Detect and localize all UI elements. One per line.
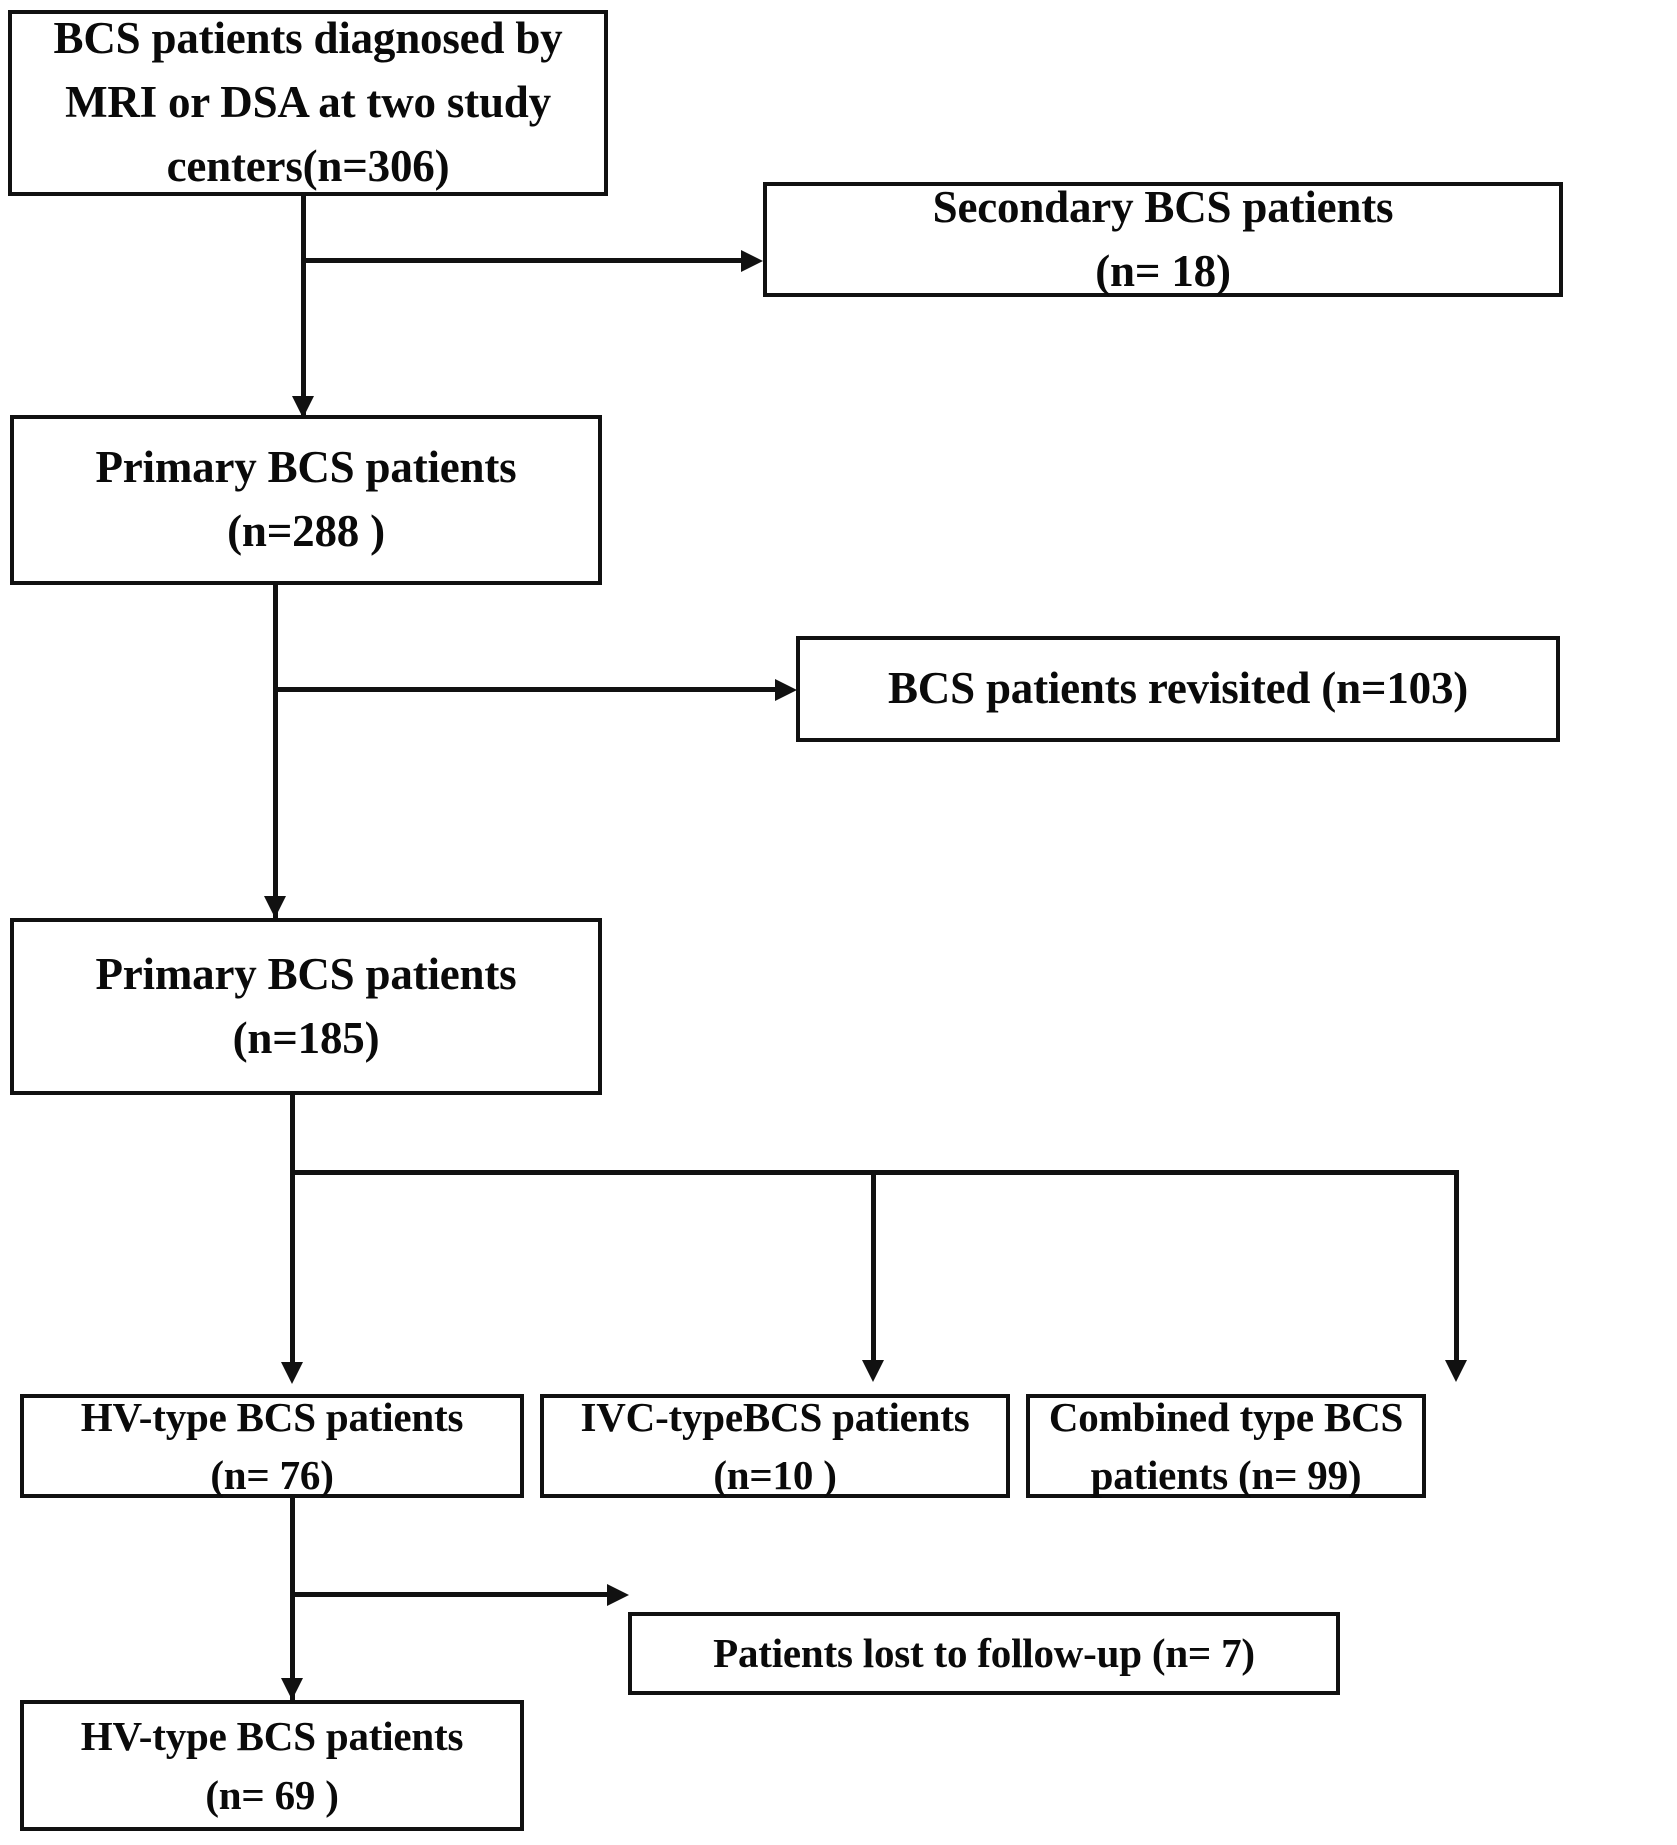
node-primary185-line-2: (n=185) <box>232 1012 380 1063</box>
connector-primary185-stem <box>290 1095 295 1175</box>
arrowhead-to-combined99 <box>1445 1360 1467 1382</box>
node-source-line-3: centers(n=306) <box>166 140 450 191</box>
connector-hv76-trunk <box>290 1498 295 1700</box>
node-secondary-bcs: Secondary BCS patients (n= 18) <box>763 182 1563 297</box>
node-ivc-type-bcs-10: IVC-typeBCS patients (n=10 ) <box>540 1394 1010 1498</box>
node-secondary-line-2: (n= 18) <box>1095 245 1231 296</box>
node-combined99-line-2: patients (n= 99) <box>1090 1452 1362 1498</box>
node-primary-bcs-185: Primary BCS patients (n=185) <box>10 918 602 1095</box>
node-hv69-line-2: (n= 69 ) <box>205 1771 339 1818</box>
node-ivc10-line-2: (n=10 ) <box>713 1452 837 1498</box>
connector-source-to-secondary <box>303 258 741 263</box>
connector-primary288-to-revisited <box>275 687 775 692</box>
node-lost-to-followup-7: Patients lost to follow-up (n= 7) <box>628 1612 1340 1695</box>
node-hv-type-bcs-76: HV-type BCS patients (n= 76) <box>20 1394 524 1498</box>
connector-branch-to-hv76 <box>290 1170 295 1370</box>
node-primary185-line-1: Primary BCS patients <box>95 948 517 999</box>
node-hv69-line-1: HV-type BCS patients <box>80 1713 464 1760</box>
node-combined-type-bcs-99: Combined type BCS patients (n= 99) <box>1026 1394 1426 1498</box>
arrowhead-hv76-to-hv69 <box>281 1678 303 1700</box>
node-revisited-line-1: BCS patients revisited (n=103) <box>887 663 1469 714</box>
arrowhead-primary288-to-revisited <box>775 679 797 701</box>
node-hv76-line-2: (n= 76) <box>210 1452 334 1498</box>
node-primary288-line-1: Primary BCS patients <box>95 442 517 493</box>
arrowhead-hv76-to-lost7 <box>607 1584 629 1606</box>
arrowhead-to-ivc10 <box>862 1360 884 1382</box>
connector-branch-to-ivc10 <box>871 1172 876 1368</box>
connector-primary288-trunk <box>273 585 278 918</box>
node-ivc10-line-1: IVC-typeBCS patients <box>580 1393 970 1440</box>
node-hv76-line-1: HV-type BCS patients <box>80 1393 464 1440</box>
connector-branch-to-combined99 <box>1454 1170 1459 1368</box>
arrowhead-to-hv76 <box>281 1362 303 1384</box>
node-primary-bcs-288: Primary BCS patients (n=288 ) <box>10 415 602 585</box>
node-bcs-revisited: BCS patients revisited (n=103) <box>796 636 1560 742</box>
arrowhead-primary288-to-primary185 <box>264 896 286 918</box>
node-source-line-2: MRI or DSA at two study <box>65 77 551 128</box>
node-lost7-line-1: Patients lost to follow-up (n= 7) <box>713 1630 1255 1677</box>
node-source-population: BCS patients diagnosed by MRI or DSA at … <box>8 10 608 196</box>
arrowhead-source-to-secondary <box>741 250 763 272</box>
node-source-line-1: BCS patients diagnosed by <box>53 13 563 64</box>
connector-hv76-to-lost7 <box>292 1592 607 1597</box>
arrowhead-source-to-primary288 <box>292 396 314 418</box>
node-primary288-line-2: (n=288 ) <box>227 506 385 556</box>
connector-source-trunk <box>301 196 306 418</box>
node-hv-type-bcs-69: HV-type BCS patients (n= 69 ) <box>20 1700 524 1831</box>
node-secondary-line-1: Secondary BCS patients <box>932 181 1394 232</box>
node-combined99-line-1: Combined type BCS <box>1048 1393 1404 1440</box>
